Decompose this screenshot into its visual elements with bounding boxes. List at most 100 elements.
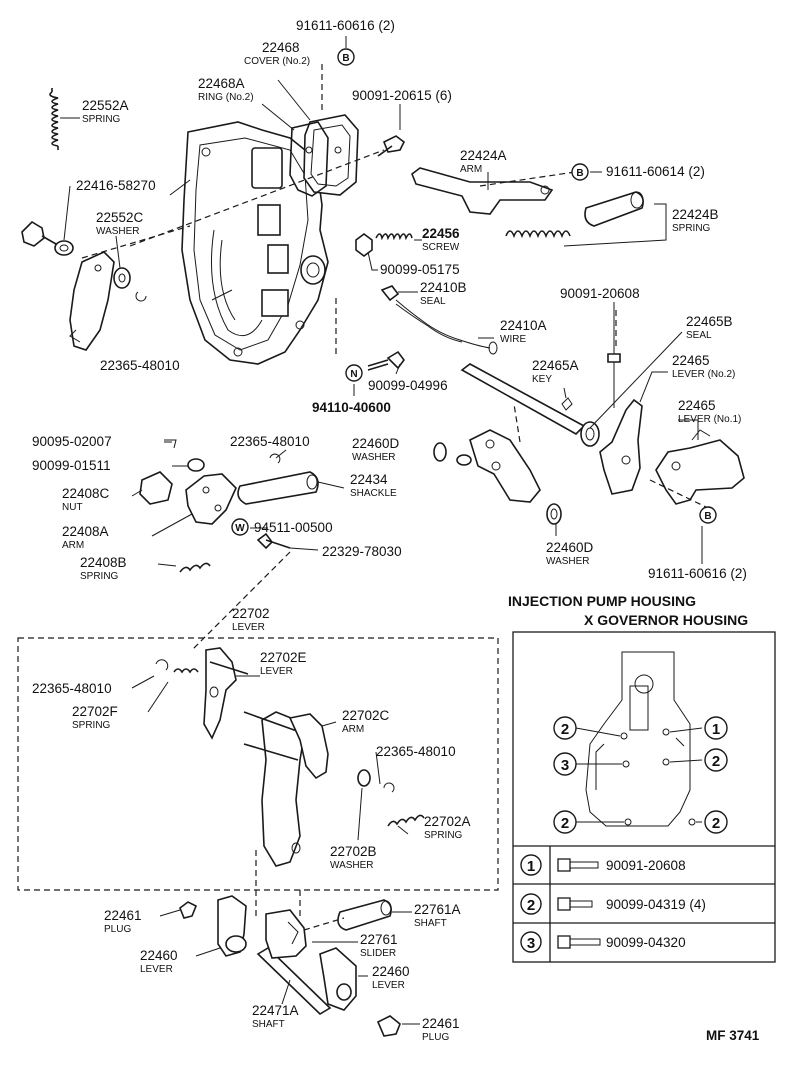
label-22329-78030: 22329-78030	[322, 544, 402, 559]
leader-lines	[60, 36, 703, 1025]
marker-b1-letter: B	[342, 53, 349, 64]
label-22552c: 22552C	[96, 210, 144, 225]
bolt-icon	[557, 858, 599, 872]
lever-no2-drawing	[599, 353, 643, 495]
label-22365-48010-a: 22365-48010	[230, 434, 310, 449]
label-90099-01511: 90099-01511	[32, 458, 111, 473]
bolt-icon	[557, 897, 593, 911]
bolt-icon	[557, 935, 601, 949]
marker-n1: N	[345, 364, 363, 382]
lever-22702-assembly-drawing	[155, 647, 425, 867]
inset-callout-2c-text: 2	[561, 815, 569, 832]
label-22468a-name: RING (No.2)	[198, 92, 254, 103]
label-22456: 22456	[422, 226, 460, 241]
label-22460d-top-name: WASHER	[352, 452, 396, 463]
label-22702f: 22702F	[72, 704, 118, 719]
label-22702e: 22702E	[260, 650, 307, 665]
inset-callout-2b-text: 2	[712, 753, 720, 770]
label-22461-bottom-name: PLUG	[422, 1032, 449, 1043]
lever-no1-drawing	[655, 429, 745, 505]
assembly-lines	[81, 64, 709, 931]
label-22465a-name: KEY	[532, 374, 552, 385]
cover-drawing	[289, 114, 359, 197]
label-22761-name: SLIDER	[360, 948, 396, 959]
marker-w1-letter: W	[235, 523, 245, 534]
label-90091-20615: 90091-20615 (6)	[352, 88, 452, 103]
label-22552a: 22552A	[82, 98, 129, 113]
part-labels: 91611-60616 (2) 22468 COVER (No.2) 22468…	[32, 18, 747, 1043]
label-22424a: 22424A	[460, 148, 507, 163]
marker-b1: B	[337, 48, 355, 66]
label-22434-name: SHACKLE	[350, 488, 397, 499]
bolt-drawing	[377, 135, 406, 157]
marker-n1-letter: N	[350, 369, 357, 380]
label-22468: 22468	[262, 40, 300, 55]
legend-key-3: 3	[527, 935, 535, 952]
label-22465b: 22465B	[686, 314, 733, 329]
label-22408b-name: SPRING	[80, 571, 119, 582]
label-22761a-name: SHAFT	[414, 918, 447, 929]
label-22465-no2-name: LEVER (No.2)	[672, 369, 735, 380]
inset-title-line2: X GOVERNOR HOUSING	[584, 612, 748, 628]
label-90091-20608: 90091-20608	[560, 286, 640, 301]
spring-22424b-drawing	[505, 191, 644, 239]
label-22702e-name: LEVER	[260, 666, 293, 677]
label-22702c: 22702C	[342, 708, 390, 723]
label-22424b: 22424B	[672, 207, 719, 222]
label-22460-left-name: LEVER	[140, 964, 173, 975]
label-22410b: 22410B	[420, 280, 467, 295]
label-22461-top: 22461	[104, 908, 142, 923]
label-22465-no2: 22465	[672, 353, 710, 368]
label-22465b-name: SEAL	[686, 330, 712, 341]
label-22460-right: 22460	[372, 964, 410, 979]
inset-callout-1-text: 1	[712, 721, 720, 738]
label-22424a-name: ARM	[460, 164, 482, 175]
label-22552c-name: WASHER	[96, 226, 140, 237]
label-22408c-name: NUT	[62, 502, 83, 513]
inset-callout-2c: 2	[553, 810, 577, 834]
label-22552a-name: SPRING	[82, 114, 121, 125]
lever-22702-group-box	[17, 637, 499, 891]
lever-plate-drawing	[69, 251, 115, 351]
inset-panel: INJECTION PUMP HOUSING X GOVERNOR HOUSIN…	[508, 593, 776, 963]
shaft-assembly-drawing	[433, 363, 600, 525]
label-22460d-bottom-name: WASHER	[546, 556, 590, 567]
label-91611-60614: 91611-60614 (2)	[606, 164, 705, 179]
label-22408a: 22408A	[62, 524, 109, 539]
label-22365-48010-b: 22365-48010	[32, 681, 112, 696]
label-22460d-bottom: 22460D	[546, 540, 594, 555]
label-22702b: 22702B	[330, 844, 377, 859]
label-22702f-name: SPRING	[72, 720, 111, 731]
inset-callout-2a-text: 2	[561, 721, 569, 738]
label-22471a: 22471A	[252, 1003, 299, 1018]
inset-title-line1: INJECTION PUMP HOUSING	[508, 593, 696, 609]
spring-22552a-drawing	[49, 88, 59, 150]
marker-b2-letter: B	[576, 168, 583, 179]
label-91611-60616-top: 91611-60616 (2)	[296, 18, 395, 33]
label-22434: 22434	[350, 472, 388, 487]
label-22461-top-name: PLUG	[104, 924, 131, 935]
legend-part-2: 90099-04319 (4)	[606, 897, 706, 912]
label-22408c: 22408C	[62, 486, 110, 501]
label-22460d-top: 22460D	[352, 436, 400, 451]
label-90099-04996: 90099-04996	[368, 378, 448, 393]
inset-legend-row-3: 3 90099-04320	[520, 931, 686, 953]
legend-key-2: 2	[527, 897, 535, 914]
marker-b3: B	[699, 506, 717, 524]
marker-b2: B	[571, 163, 589, 181]
screw-22456-drawing	[355, 233, 413, 257]
label-22702a-name: SPRING	[424, 830, 463, 841]
label-22465a: 22465A	[532, 358, 579, 373]
inset-callout-3-text: 3	[561, 757, 569, 774]
seal-wire-drawing	[380, 285, 498, 355]
label-22408a-name: ARM	[62, 540, 84, 551]
label-91611-60616-right: 91611-60616 (2)	[648, 566, 747, 581]
inset-callout-1: 1	[704, 716, 728, 740]
label-90095-02007: 90095-02007	[32, 434, 112, 449]
bottom-parts-drawing	[179, 895, 401, 1037]
label-22465-no1-name: LEVER (No.1)	[678, 414, 741, 425]
legend-part-3: 90099-04320	[606, 935, 686, 950]
legend-key-1: 1	[527, 858, 535, 875]
inset-legend-row-2: 2 90099-04319 (4)	[520, 893, 706, 915]
label-22461-bottom: 22461	[422, 1016, 460, 1031]
